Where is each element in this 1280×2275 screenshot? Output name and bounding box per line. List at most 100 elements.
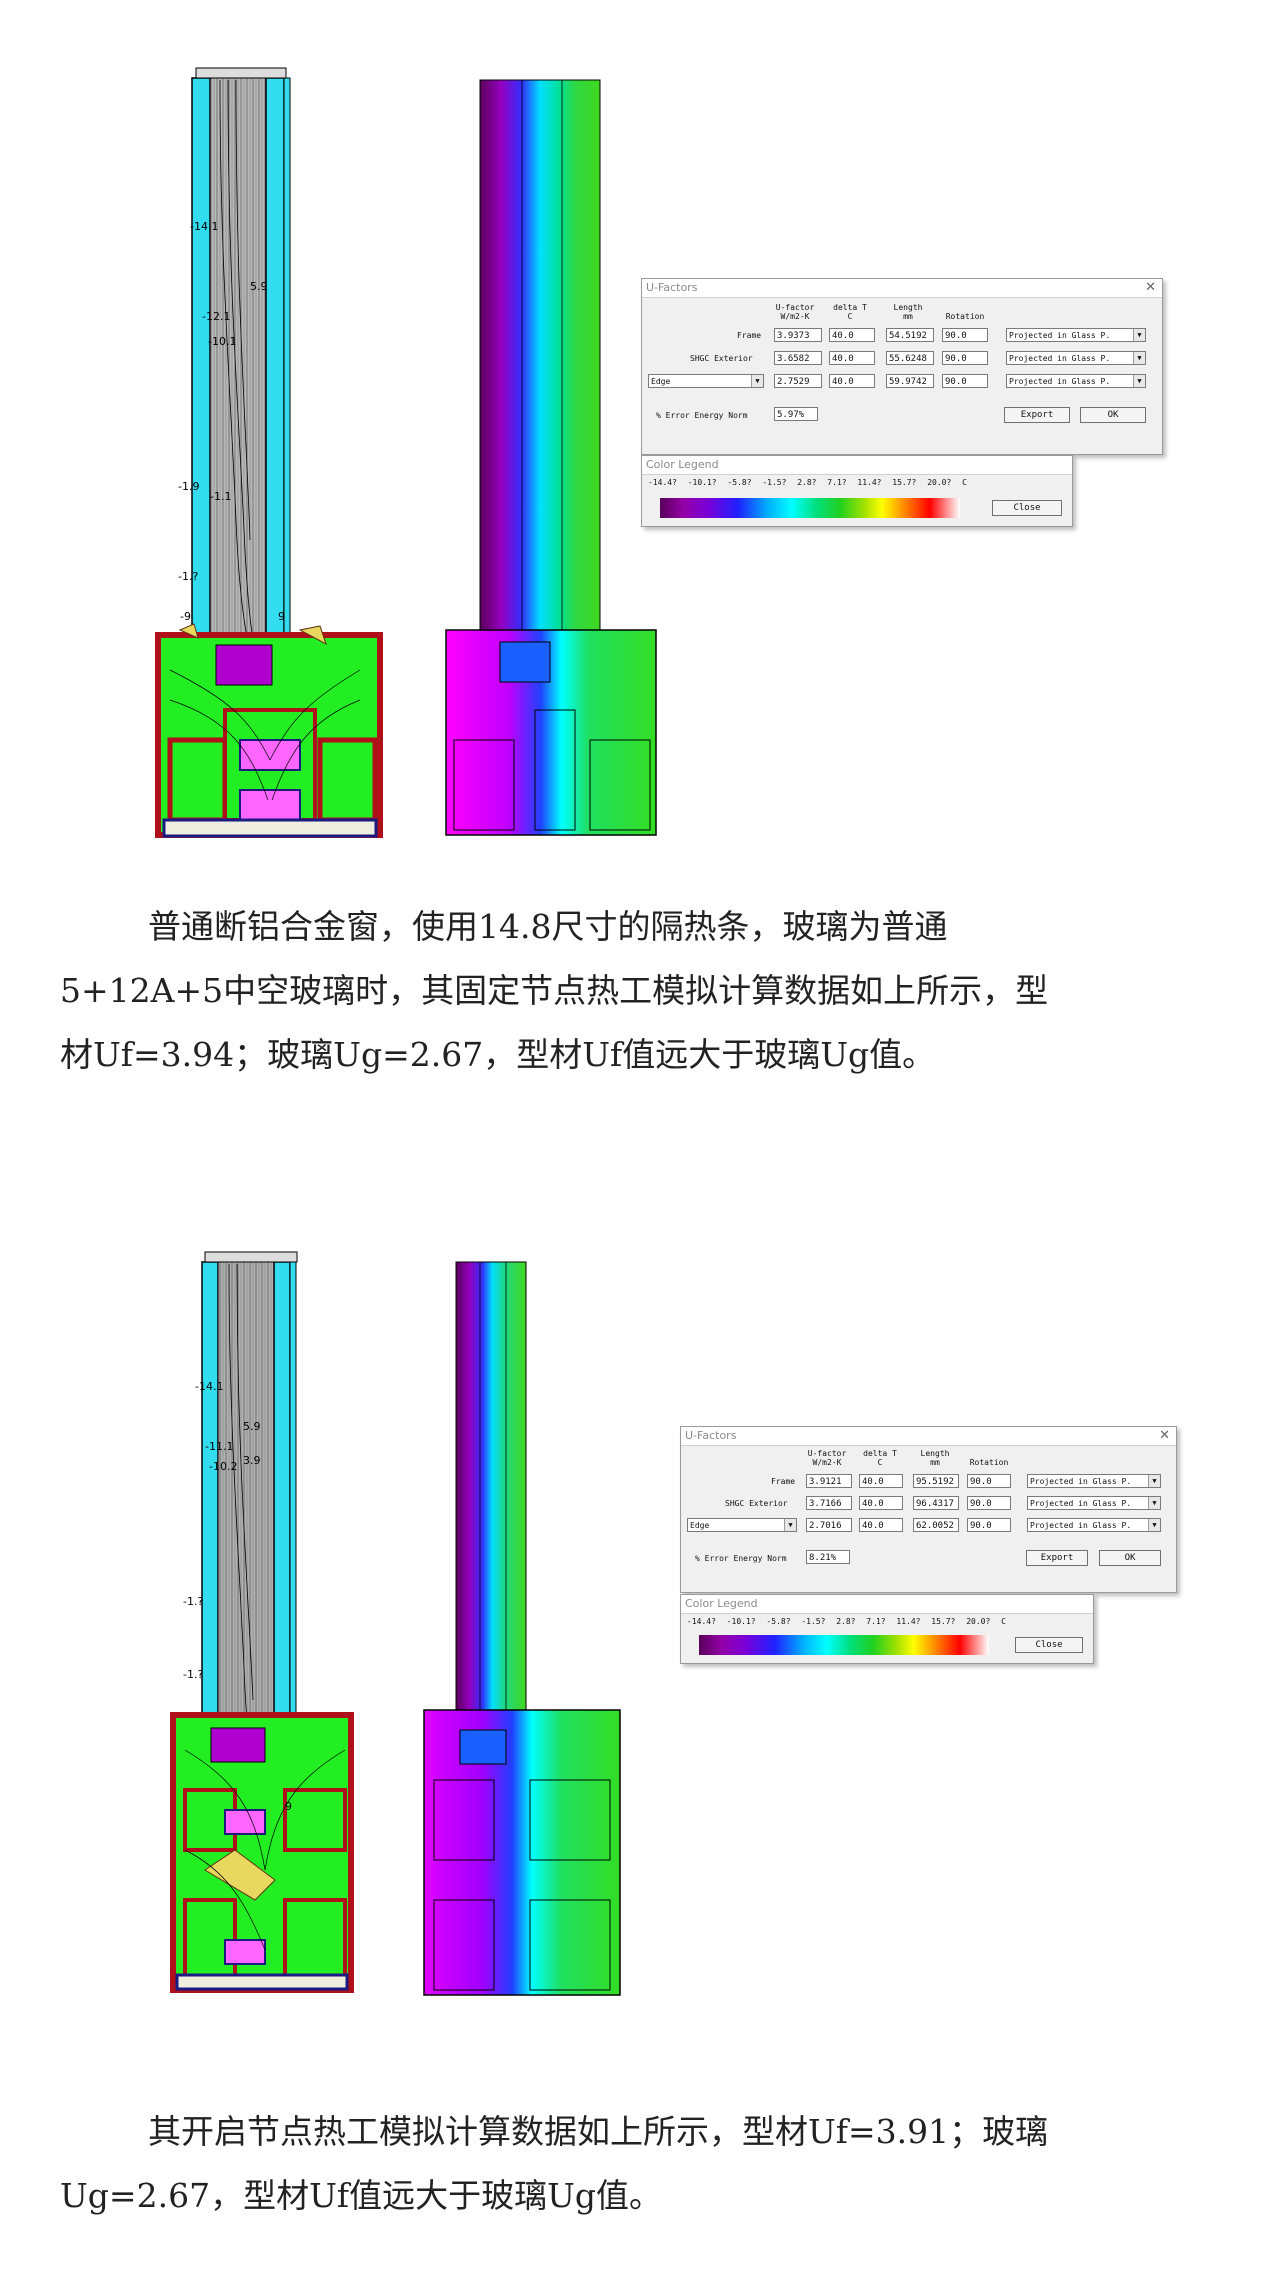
delta-t-field[interactable]: 40.0 [859,1518,903,1532]
delta-t-field[interactable]: 40.0 [859,1474,903,1488]
chevron-down-icon: ▼ [751,375,763,387]
ok-button[interactable]: OK [1080,407,1146,423]
chevron-down-icon: ▼ [1133,329,1145,341]
isotherm-label: -14.1 [195,1380,223,1393]
ufactor-field[interactable]: 3.9121 [806,1474,852,1488]
paragraph-line: 其开启节点热工模拟计算数据如上所示，型材Uf=3.91；玻璃 [148,2112,1049,2151]
ufactor-field[interactable]: 3.9373 [774,328,822,342]
projection-select[interactable]: Projected in Glass P.▼ [1027,1518,1161,1532]
isotherm-label: 3.9 [243,1454,261,1467]
isotherm-label: -11.1 [205,1440,233,1453]
isotherm-label: 9 [278,610,285,623]
close-icon[interactable]: ✕ [1145,280,1156,295]
length-field[interactable]: 54.5192 [886,328,934,342]
chevron-down-icon: ▼ [1148,1497,1160,1509]
isotherm-model-fixed: -14.1 5.9 -12.1 -10.1 -1.9 -1.? -1.1 -9 … [155,67,383,838]
isotherm-label: -1.? [183,1595,203,1608]
projection-select[interactable]: Projected in Glass P.▼ [1027,1474,1161,1488]
isotherm-label: -12.1 [202,310,230,323]
isotherm-label: 9 [285,1800,292,1813]
rotation-field[interactable]: 90.0 [942,328,988,342]
legend-close-button[interactable]: Close [992,500,1062,516]
export-button[interactable]: Export [1004,407,1070,423]
isotherm-label: -1.? [178,570,198,583]
projection-select[interactable]: Projected in Glass P.▼ [1006,328,1146,342]
export-button[interactable]: Export [1026,1550,1088,1566]
paragraph-line: 5+12A+5中空玻璃时，其固定节点热工模拟计算数据如上所示，型 [60,971,1049,1010]
paragraph-line: Ug=2.67，型材Uf值远大于玻璃Ug值。 [60,2176,663,2215]
delta-t-field[interactable]: 40.0 [829,351,875,365]
row-label-shgc-exterior: SHGC Exterior [690,354,753,363]
isotherm-label: -10.2 [209,1460,237,1473]
description-paragraph-opening: 其开启节点热工模拟计算数据如上所示，型材Uf=3.91；玻璃 Ug=2.67，型… [60,2100,1220,2228]
length-field[interactable]: 59.9742 [886,374,934,388]
rotation-field[interactable]: 90.0 [967,1518,1011,1532]
figure-opening-node: -14.1 5.9 -11.1 -10.2 3.9 -1.? -1.? 9 [0,1240,1280,2010]
legend-tick-labels: -14.4? -10.1? -5.8? -1.5? 2.8? 7.1? 11.4… [648,478,967,487]
length-field[interactable]: 95.5192 [913,1474,959,1488]
isotherm-label: 5.9 [243,1420,261,1433]
color-flood-model-fixed [445,79,657,836]
legend-close-button[interactable]: Close [1015,1637,1083,1653]
color-legend-fixed: Color Legend -14.4? -10.1? -5.8? -1.5? 2… [641,455,1073,527]
rotation-field[interactable]: 90.0 [967,1474,1011,1488]
rotation-field[interactable]: 90.0 [942,351,988,365]
ufactor-field[interactable]: 2.7529 [774,374,822,388]
figure-fixed-node: -14.1 5.9 -12.1 -10.1 -1.9 -1.? -1.1 -9 … [0,0,1280,840]
chevron-down-icon: ▼ [1148,1519,1160,1531]
ufactor-field[interactable]: 3.7166 [806,1496,852,1510]
projection-select[interactable]: Projected in Glass P.▼ [1006,374,1146,388]
edge-select[interactable]: Edge▼ [648,374,764,388]
color-flood-model-opening [423,1261,621,1996]
length-field[interactable]: 96.4317 [913,1496,959,1510]
legend-color-bar [660,498,960,518]
projection-select[interactable]: Projected in Glass P.▼ [1027,1496,1161,1510]
description-paragraph-fixed: 普通断铝合金窗，使用14.8尺寸的隔热条，玻璃为普通 5+12A+5中空玻璃时，… [60,895,1220,1087]
isotherm-label: -10.1 [208,335,236,348]
legend-title: Color Legend [681,1595,1093,1614]
edge-select[interactable]: Edge▼ [687,1518,797,1532]
error-energy-norm-label: % Error Energy Norm [656,411,748,420]
dialog-title: U-Factors ✕ [681,1427,1176,1446]
ok-button[interactable]: OK [1099,1550,1161,1566]
paragraph-line: 普通断铝合金窗，使用14.8尺寸的隔热条，玻璃为普通 [148,907,948,946]
error-energy-norm-label: % Error Energy Norm [695,1554,787,1563]
chevron-down-icon: ▼ [1133,375,1145,387]
isotherm-label: 5.9 [250,280,268,293]
isotherm-label: -1.9 [178,480,199,493]
rotation-field[interactable]: 90.0 [942,374,988,388]
ufactor-field[interactable]: 2.7016 [806,1518,852,1532]
length-field[interactable]: 62.0052 [913,1518,959,1532]
ufactor-field[interactable]: 3.6582 [774,351,822,365]
projection-select[interactable]: Projected in Glass P.▼ [1006,351,1146,365]
rotation-field[interactable]: 90.0 [967,1496,1011,1510]
paragraph-line: 材Uf=3.94；玻璃Ug=2.67，型材Uf值远大于玻璃Ug值。 [60,1035,936,1074]
error-energy-norm-value: 8.21% [806,1550,850,1564]
column-header-rotation: Rotation [969,1458,1009,1467]
length-field[interactable]: 55.6248 [886,351,934,365]
dialog-title: U-Factors ✕ [642,279,1162,298]
delta-t-field[interactable]: 40.0 [829,374,875,388]
isotherm-model-opening: -14.1 5.9 -11.1 -10.2 3.9 -1.? -1.? 9 [170,1251,354,1993]
row-label-frame: Frame [737,331,762,340]
row-label-frame: Frame [771,1477,796,1486]
isotherm-label: -14.1 [190,220,218,233]
close-icon[interactable]: ✕ [1159,1428,1170,1443]
legend-title: Color Legend [642,456,1072,475]
legend-tick-labels: -14.4? -10.1? -5.8? -1.5? 2.8? 7.1? 11.4… [687,1617,1006,1626]
delta-t-field[interactable]: 40.0 [859,1496,903,1510]
row-label-shgc-exterior: SHGC Exterior [725,1499,788,1508]
delta-t-field[interactable]: 40.0 [829,328,875,342]
isotherm-label: -1.1 [210,490,231,503]
error-energy-norm-value: 5.97% [774,407,818,421]
isotherm-label: -1.? [183,1668,203,1681]
isotherm-label: -9 [180,610,191,623]
chevron-down-icon: ▼ [1133,352,1145,364]
